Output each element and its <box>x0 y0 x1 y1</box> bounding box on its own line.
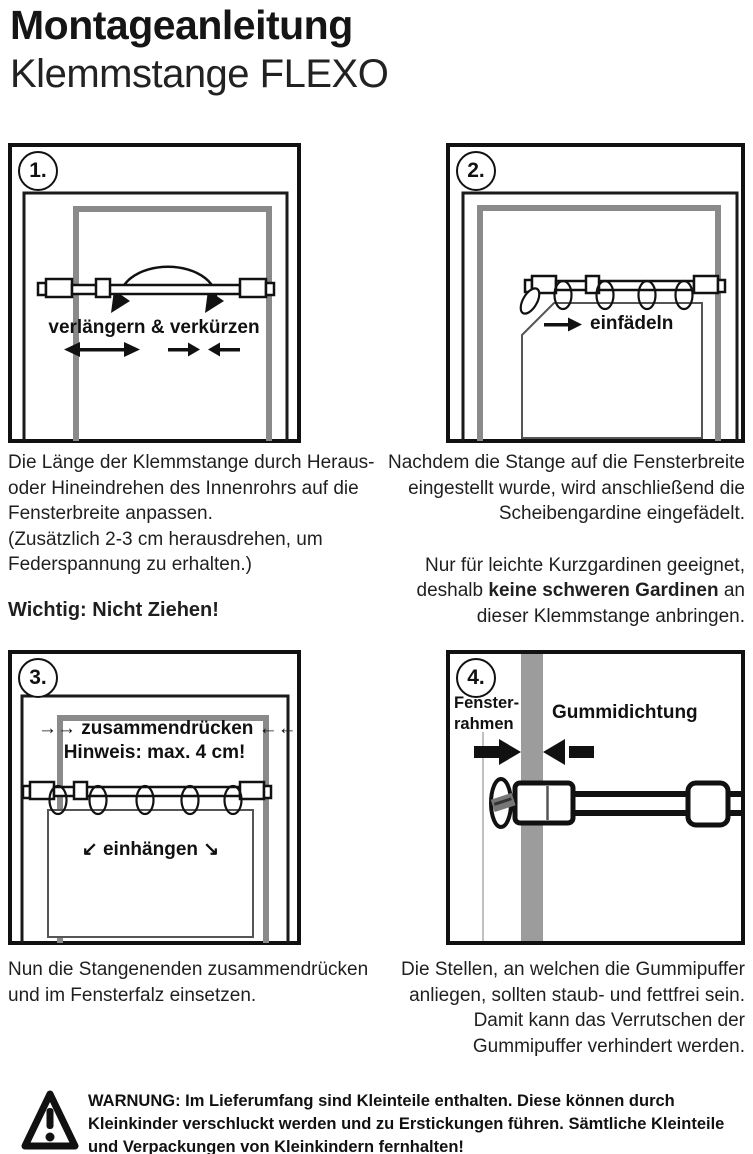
window-frame-label-line2: rahmen <box>454 715 514 733</box>
important-note: Wichtig: Nicht Ziehen! <box>8 598 219 621</box>
caption-line: dieser Klemmstange anbringen. <box>476 605 745 627</box>
window-sash-frame <box>73 206 272 441</box>
window-outer-frame <box>461 191 739 441</box>
caption-line: eingestellt wurde, wird anschließend die <box>408 477 745 499</box>
step2-diagram <box>446 143 745 443</box>
press-together-label: →→ zusammendrücken ←← <box>38 718 297 739</box>
extend-shorten-label: verlängern & verkürzen <box>48 317 260 338</box>
caption-line: Nachdem die Stange auf die Fensterbreite <box>388 452 745 473</box>
caption-line: Gummipuffer verhindert werden. <box>472 1035 745 1057</box>
loose-ring <box>519 287 541 315</box>
thread-label: einfädeln <box>590 313 674 334</box>
curtain-rings <box>48 784 243 816</box>
caption-line: Nur für leichte Kurzgardinen geeignet, <box>424 554 745 576</box>
caption-line: deshalb keine schweren Gardinen an <box>375 578 745 604</box>
caption-line: Damit kann das Verrutschen der <box>473 1010 745 1031</box>
curtain <box>47 809 254 938</box>
window-sash-frame <box>477 205 721 441</box>
caption-segment-bold: keine schweren Gardinen <box>488 580 719 601</box>
rod-end-cap <box>512 780 576 826</box>
step3-panel: 3. →→ zusammendrücken ←← Hinweis: max. 4… <box>8 650 301 945</box>
step4-panel: 4. Fenster- rahmen Gummidichtung <box>446 650 745 945</box>
step2-panel: 2. einfädeln <box>446 143 745 443</box>
curtain <box>521 302 703 439</box>
caption-line: Scheibengardine eingefädelt. <box>498 503 745 524</box>
window-outer-frame <box>20 694 290 943</box>
max-4cm-hint-label: Hinweis: max. 4 cm! <box>63 742 246 763</box>
caption-line: anliegen, sollten staub- und fettfrei se… <box>409 984 745 1006</box>
tension-rod <box>36 277 276 299</box>
caption-line: Die Stellen, an welchen die Gummipuffer <box>401 959 745 980</box>
warning-line: WARNUNG: Im Lieferumfang sind Kleinteile… <box>88 1092 675 1110</box>
caption-line: (Zusätzlich 2-3 cm herausdrehen, um <box>8 528 323 550</box>
step4-caption: Die Stellen, an welchen die Gummipuffer … <box>373 957 745 1059</box>
thread-arrow <box>544 317 582 332</box>
step4-diagram <box>446 650 745 945</box>
caption-segment: deshalb <box>416 580 489 601</box>
caption-line: oder Hineindrehen des Innenrohrs auf die <box>8 477 359 499</box>
step4-number-badge: 4. <box>456 658 496 698</box>
step2-number-badge: 2. <box>456 151 496 191</box>
step3-diagram <box>8 650 301 945</box>
step1-number-badge: 1. <box>18 151 58 191</box>
caption-segment: an <box>718 580 745 601</box>
page-title: Montageanleitung <box>10 2 353 48</box>
curtain-rings <box>553 279 694 311</box>
warning-triangle-icon <box>21 1090 79 1150</box>
caption-line: Nun die Stangenenden zusammendrücken <box>8 959 369 980</box>
step1-panel: 1. verlängern & verkürzen <box>8 143 301 443</box>
step3-number-badge: 3. <box>18 658 58 698</box>
caption-line: Die Länge der Klemmstange durch Heraus- <box>8 452 375 473</box>
window-frame-label-line1: Fenster- <box>454 694 520 712</box>
warning-line: Sämtliche Kleinteile und Verpackungen vo… <box>88 1115 725 1154</box>
caption-line: und im Fensterfalz einsetzen. <box>8 984 257 1006</box>
step3-caption: Nun die Stangenenden zusammendrücken und… <box>8 957 393 1008</box>
step1-caption: Die Länge der Klemmstange durch Heraus- … <box>8 450 388 623</box>
caption-line: Federspannung zu erhalten.) <box>8 554 252 575</box>
caption-line: Fensterbreite anpassen. <box>8 503 213 524</box>
rod-connector <box>685 780 731 828</box>
warning-line: Kleinkinder verschluckt werden und zu Er… <box>88 1115 564 1133</box>
press-direction-arrows <box>474 739 594 765</box>
window-outer-frame <box>22 191 289 441</box>
warning-text: WARNUNG: Im Lieferumfang sind Kleinteile… <box>88 1090 738 1154</box>
frame-groove-line <box>482 732 484 941</box>
page-subtitle: Klemmstange FLEXO <box>10 52 389 96</box>
lengthen-shorten-arrows <box>64 342 240 357</box>
rod-end-assembly <box>489 777 743 829</box>
step2-caption: Nachdem die Stange auf die Fensterbreite… <box>375 450 745 629</box>
hang-in-label: ↙ einhängen ↘ <box>81 839 220 860</box>
rubber-seal-label: Gummidichtung <box>552 702 698 723</box>
step1-diagram <box>8 143 301 443</box>
